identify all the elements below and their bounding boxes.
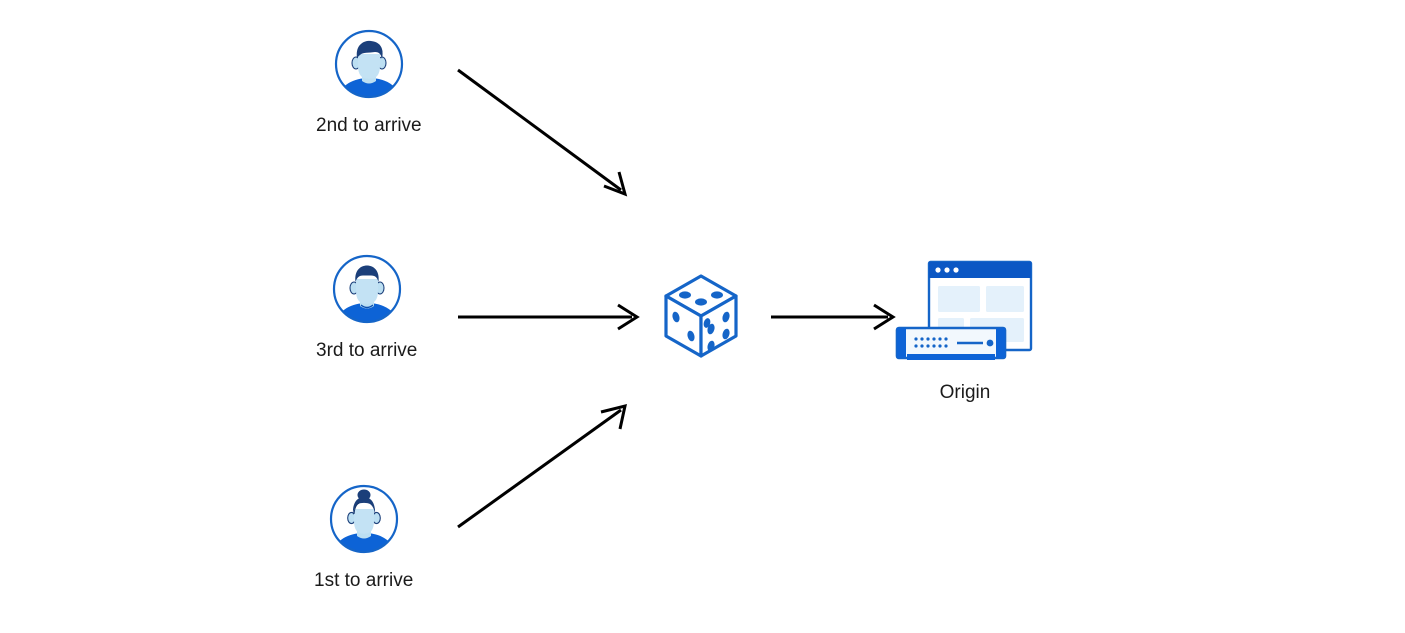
- user-avatar-icon: [333, 28, 405, 100]
- dice-icon: [662, 272, 740, 362]
- node-randomizer: [662, 272, 740, 362]
- node-client-1st: 1st to arrive: [314, 483, 413, 592]
- user-avatar-icon: [331, 253, 403, 325]
- user-avatar-icon: [328, 483, 400, 555]
- arrow-3rd-to-dice: [458, 303, 640, 331]
- node-origin: Origin: [893, 258, 1037, 404]
- router-device-icon: [895, 326, 1007, 360]
- node-client-2nd: 2nd to arrive: [316, 28, 422, 137]
- origin-server-icon: [893, 258, 1037, 368]
- arrow-1st-to-dice: [457, 403, 627, 529]
- node-label-client-1st: 1st to arrive: [314, 570, 414, 591]
- node-client-3rd: 3rd to arrive: [316, 253, 417, 362]
- arrow-2nd-to-dice: [457, 68, 628, 197]
- node-label-client-2nd: 2nd to arrive: [316, 115, 422, 136]
- arrow-dice-to-origin: [771, 303, 896, 331]
- node-label-origin: Origin: [939, 382, 991, 403]
- node-label-client-3rd: 3rd to arrive: [316, 340, 418, 361]
